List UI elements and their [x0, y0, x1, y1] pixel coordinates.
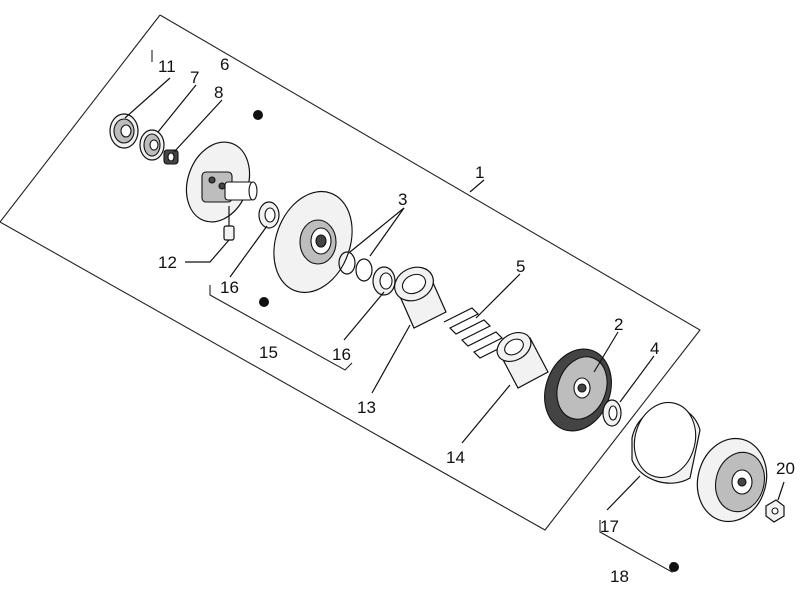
label-part-8: 8: [214, 83, 223, 102]
label-part-1: 1: [475, 163, 484, 182]
moving-pulley-half: [273, 190, 353, 294]
washer-part-4: [602, 399, 622, 427]
reference-dot-top: [253, 110, 263, 120]
clutch-bell-part-17: [631, 401, 701, 484]
nut-part-20: [765, 499, 785, 523]
label-part-2: 2: [614, 315, 623, 334]
reference-dot-bottom: [669, 562, 679, 572]
spacer-part-14: [496, 331, 549, 389]
bearing-part-7: [139, 129, 165, 161]
needle-bearing-part-8: [163, 149, 179, 165]
seal-part-16-lower: [372, 266, 396, 296]
subassembly-bracket-15: [209, 285, 353, 371]
label-part-20: 20: [776, 459, 795, 478]
label-part-3: 3: [398, 190, 407, 209]
label-part-6: 6: [220, 55, 229, 74]
bearing-part-11: [109, 113, 139, 149]
label-part-18: 18: [610, 567, 629, 586]
spring-part-5: [443, 307, 509, 359]
reference-dot-mid: [259, 297, 269, 307]
fixed-pulley-part-6: [185, 141, 258, 223]
label-part-11: 11: [158, 57, 176, 76]
oil-seal-part-16-upper: [258, 201, 280, 229]
label-part-15: 15: [259, 343, 278, 362]
label-part-14: 14: [446, 448, 465, 467]
label-part-4: 4: [650, 339, 659, 358]
leader-lines: [124, 77, 785, 511]
label-part-7: 7: [190, 68, 199, 87]
o-rings-part-3: [338, 251, 373, 282]
label-part-16-lower: 16: [332, 345, 351, 364]
sleeve-part-13: [394, 266, 447, 329]
clutch-drum-part-18: [696, 437, 768, 523]
label-part-5: 5: [516, 257, 525, 276]
label-part-13: 13: [357, 398, 376, 417]
assembly-bracket-1: [0, 14, 701, 531]
label-part-17: 17: [600, 517, 619, 536]
label-part-16-upper: 16: [220, 278, 239, 297]
clutch-assembly-part-2: [544, 348, 612, 432]
label-part-12: 12: [158, 253, 177, 272]
